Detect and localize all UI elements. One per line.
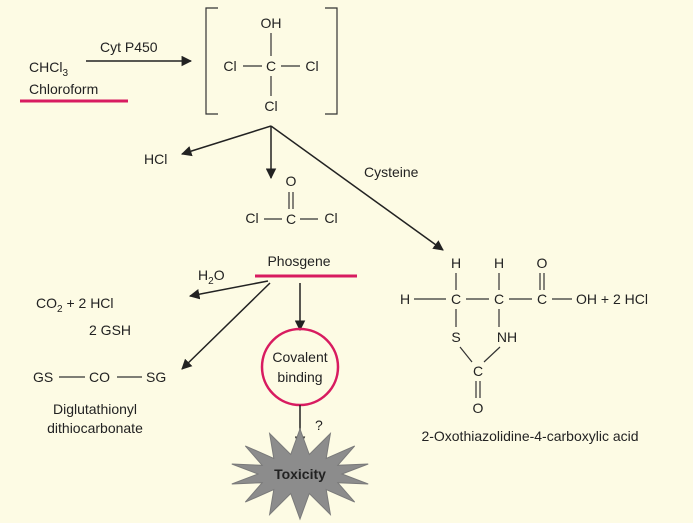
phosgene-cl-left: Cl — [245, 210, 258, 226]
oxo-c2: C — [494, 291, 504, 307]
diglutathionyl-line2: dithiocarbonate — [47, 420, 143, 436]
co-middle: CO — [89, 369, 110, 385]
oxo-h1: H — [451, 255, 461, 271]
oxo-o-top: O — [537, 255, 548, 271]
hcl-arrow — [180, 125, 272, 157]
oxo-oh-hcl: OH + 2 HCl — [576, 291, 648, 307]
oxo-c3: C — [537, 291, 547, 307]
diglutathionyl-line1: Diglutathionyl — [53, 401, 137, 417]
oxo-nh: NH — [497, 329, 517, 345]
oxo-s: S — [451, 329, 460, 345]
oxo-name: 2-Oxothiazolidine-4-carboxylic acid — [421, 428, 638, 444]
water-label: H2O — [198, 267, 225, 287]
chloroform-name: Chloroform — [29, 81, 98, 97]
oxo-h-left: H — [400, 291, 410, 307]
cysteine-label: Cysteine — [364, 164, 419, 180]
oxo-c1: C — [451, 291, 461, 307]
covalent-circle — [260, 327, 340, 407]
intermediate-c: C — [266, 58, 276, 74]
phosgene-c: C — [286, 211, 296, 227]
phosgene-label: Phosgene — [267, 253, 330, 269]
intermediate-cl-bottom: Cl — [264, 98, 277, 114]
bracket-left — [205, 7, 218, 115]
intermediate-cl-right: Cl — [305, 58, 318, 74]
co2-arrow — [188, 280, 269, 300]
chloroform-formula: CHCl3 — [29, 59, 68, 79]
covalent-line1: Covalent — [272, 349, 327, 365]
question-mark: ? — [315, 417, 323, 433]
phosgene-o: O — [286, 173, 297, 189]
toxicity-label: Toxicity — [274, 466, 326, 482]
bond — [483, 346, 501, 363]
intermediate-cl-left: Cl — [223, 58, 236, 74]
bond — [459, 346, 473, 363]
covalent-line2: binding — [277, 369, 322, 385]
co2-hcl-label: CO2 + 2 HCl — [36, 295, 114, 315]
gs-left: GS — [33, 369, 53, 385]
oxo-h2: H — [494, 255, 504, 271]
oxo-o-bottom: O — [473, 400, 484, 416]
bracket-right — [325, 7, 338, 115]
phosgene-cl-right: Cl — [324, 210, 337, 226]
toxicity-burst — [231, 427, 369, 521]
cysteine-arrow — [270, 125, 444, 251]
gsh-label: 2 GSH — [89, 322, 131, 338]
hcl-label: HCl — [144, 151, 167, 167]
cyt-p450-label: Cyt P450 — [100, 39, 158, 55]
gs-arrow — [181, 282, 271, 370]
intermediate-oh: OH — [261, 15, 282, 31]
oxo-c-ring: C — [473, 363, 483, 379]
sg-right: SG — [146, 369, 166, 385]
